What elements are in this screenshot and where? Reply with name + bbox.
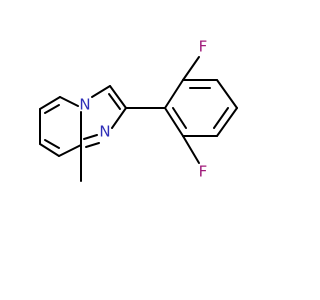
atom-label-n-bridge: N	[79, 96, 90, 114]
atom-label-n-imine: N	[99, 123, 110, 141]
atom-label-f-bottom: F	[199, 163, 208, 181]
molecule-structure: N N F F	[39, 38, 238, 182]
bond-c3-c2	[58, 144, 82, 157]
bond-n4-c3	[91, 85, 111, 98]
bond-c3-c2-imid	[109, 85, 127, 109]
bond-c4-c3	[39, 143, 60, 157]
bond-c5-c6	[39, 96, 61, 110]
bond-n1-c8a	[83, 134, 98, 140]
atom-label-f-top: F	[199, 38, 208, 56]
molecule-canvas: N N F F	[39, 37, 238, 182]
bond-ph-c4-c5	[216, 107, 238, 137]
bond-c6-n4	[59, 96, 79, 107]
bond-ph-inner-2	[213, 107, 229, 129]
bond-ph-c6-c1	[164, 107, 184, 137]
bond-ph-c1-c2	[164, 79, 184, 109]
bond-fluoro-top	[182, 56, 200, 81]
bond-c5-c6-inner	[44, 104, 60, 114]
bond-c4-c3-inner	[44, 139, 60, 149]
bond-fluoro-bottom	[182, 135, 200, 164]
bond-c3-c2-imid-inner	[108, 93, 121, 110]
bond-ph-inner-3	[172, 107, 187, 129]
bond-ph-c3-c4	[216, 79, 238, 109]
bond-n1-c8a-inner	[85, 142, 100, 148]
bond-c2-n1	[111, 107, 127, 129]
